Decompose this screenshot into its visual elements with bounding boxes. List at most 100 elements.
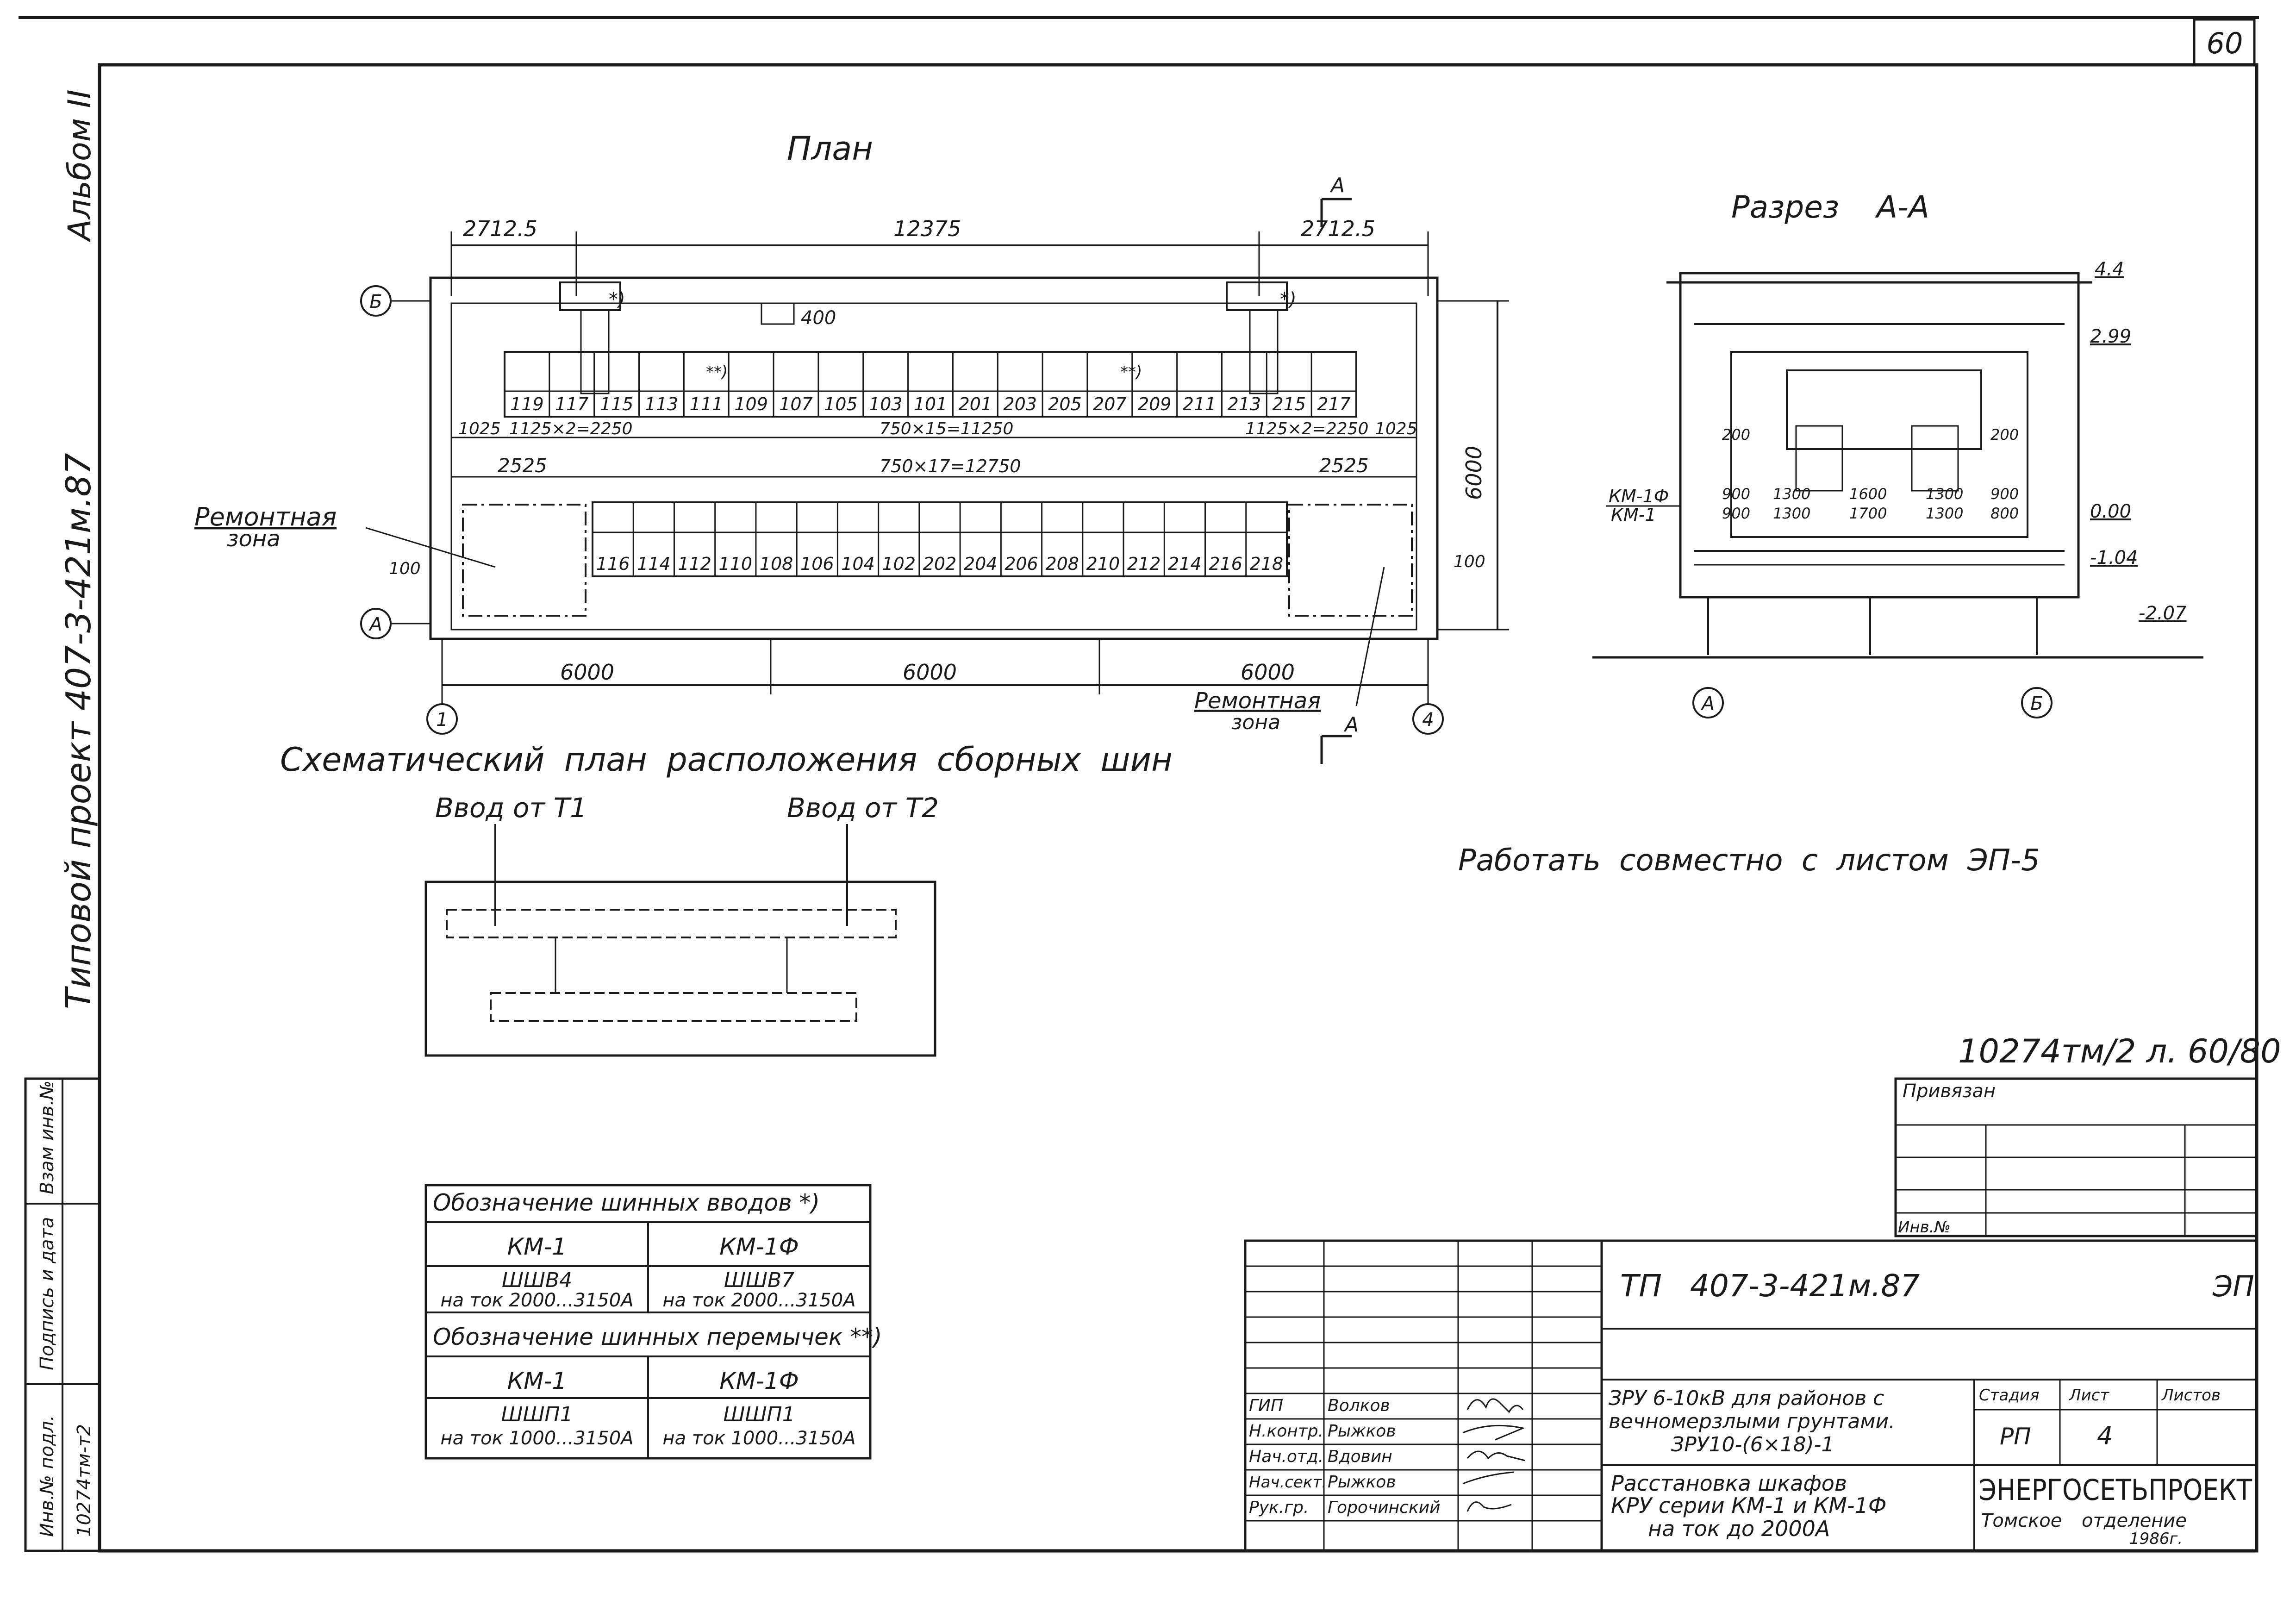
signature-nkontr	[1462, 1424, 1526, 1441]
plan-rowdim2-c: 2525	[1319, 454, 1369, 477]
bus-plan-input-t1: Ввод от Т1	[435, 792, 587, 824]
section-dim-200-left: 200	[1722, 426, 1750, 443]
title-org: ЭНЕРГОСЕТЬПРОЕКТ	[1979, 1473, 2252, 1507]
top-cabinet-cell-label: 103	[869, 394, 903, 414]
plan-section-mark-top: А	[1329, 174, 1345, 197]
bottom-cabinet-cell-label: 116	[596, 554, 630, 574]
title-drawing-line2: КРУ серии КМ-1 и КМ-1Ф	[1611, 1493, 1886, 1518]
section-km1f-d4: 1300	[1926, 485, 1963, 503]
side-strip: Альбом II Типовой проект 407-3-421м.87 В…	[24, 89, 101, 1552]
bottom-cabinet-cell-label: 206	[1004, 554, 1038, 574]
section-km1f-d5: 900	[1990, 485, 2019, 503]
section-km1-d1: 900	[1722, 505, 1750, 522]
bus-table-km1f-desc: на ток 2000...3150А	[662, 1290, 855, 1311]
section-axis-b: Б	[2030, 693, 2043, 714]
plan-rowdim1-c: 750×15=11250	[880, 419, 1013, 438]
title-sheets-label: Листов	[2161, 1386, 2221, 1405]
top-cabinet-cell-label: 101	[914, 394, 948, 414]
plan-rowdim1-e: 1025	[1375, 419, 1417, 438]
signature-gip	[1466, 1398, 1524, 1413]
plan-title: План	[787, 130, 873, 168]
side-stamp-inv-number: 10274тм-т2	[74, 1424, 95, 1537]
section-level-5: -2.07	[2139, 603, 2187, 624]
title-name-nachotd: Вдовин	[1328, 1447, 1392, 1466]
title-name-gip: Волков	[1328, 1396, 1390, 1415]
plan-dim-100-right: 100	[1454, 552, 1485, 571]
title-mark: ЭП	[2212, 1269, 2254, 1303]
section-km1-d4: 1300	[1926, 505, 1963, 522]
bus-plan: Схематический план расположения сборных …	[280, 741, 1173, 1057]
plan-repair-zone-right-1: Ремонтная	[1194, 688, 1321, 714]
title-object-line3: ЗРУ10-(6×18)-1	[1671, 1433, 1834, 1456]
top-cabinet-cell-label: 119	[510, 394, 544, 414]
bus-table-km1-jumper-desc: на ток 1000...3150А	[440, 1428, 633, 1449]
plan-note-star-right: *)	[1280, 289, 1297, 310]
plan-note-star2-right: **)	[1120, 363, 1142, 381]
bottom-cabinet-cell-label: 108	[760, 554, 793, 574]
reference-number: 10274тм/2 л. 60/80	[1958, 1032, 2281, 1070]
plan-rowdim2-b: 750×17=12750	[880, 456, 1021, 476]
plan-dim-bottom-3: 6000	[1241, 660, 1295, 685]
bottom-cabinet-cell-label: 210	[1086, 554, 1120, 574]
top-cabinet-cell-label: 211	[1183, 394, 1217, 414]
section-level-2: 2.99	[2090, 326, 2131, 347]
title-branch: Томское отделение	[1981, 1510, 2187, 1531]
top-cabinet-cell-label: 213	[1228, 394, 1261, 414]
plan-dim-top-right: 2712.5	[1301, 216, 1375, 241]
title-privyazan: Привязан	[1903, 1081, 1996, 1102]
top-cabinet-cell-label: 205	[1048, 394, 1082, 414]
bottom-cabinet-cell-label: 106	[800, 554, 834, 574]
title-stage-label: Стадия	[1979, 1386, 2039, 1405]
bus-table-col-km1f-2: КМ-1Ф	[719, 1368, 799, 1394]
title-role-nachotd: Нач.отд.	[1249, 1447, 1323, 1466]
title-name-nachsekt: Рыжков	[1328, 1473, 1396, 1492]
title-name-nkontr: Рыжков	[1328, 1422, 1396, 1441]
bus-table-header-2: Обозначение шинных перемычек **)	[433, 1324, 882, 1350]
bus-table-col-km1-2: КМ-1	[507, 1368, 567, 1394]
plan-section-mark-bottom: А	[1343, 713, 1359, 737]
top-cabinet-cell-label: 203	[1003, 394, 1037, 414]
plan-note-star2-left: **)	[706, 363, 728, 381]
side-stamp-inv: Инв.№ подл.	[37, 1415, 58, 1537]
section-km1f-d3: 1600	[1849, 485, 1887, 503]
section-km1f-d2: 1300	[1773, 485, 1810, 503]
title-object-line1: ЗРУ 6-10кВ для районов с	[1609, 1387, 1884, 1410]
section-km1-d3: 1700	[1849, 505, 1887, 522]
sheet-frame	[19, 16, 2259, 1553]
bottom-cabinet-cell-label: 216	[1209, 554, 1242, 574]
plan-dim-right: 6000	[1461, 446, 1486, 500]
signature-nachotd	[1466, 1450, 1526, 1462]
bus-table-km1f-jumper-desc: на ток 1000...3150А	[662, 1428, 855, 1449]
signature-nachsekt	[1462, 1471, 1514, 1485]
title-role-nachsekt: Нач.сект.	[1249, 1473, 1327, 1492]
bus-plan-title: Схематический план расположения сборных …	[280, 741, 1173, 779]
title-code: ТП 407-3-421м.87	[1620, 1268, 1920, 1304]
top-cabinet-cell-label: 215	[1272, 394, 1306, 414]
bottom-cabinet-cell-label: 208	[1045, 554, 1079, 574]
title-role-rukgr: Рук.гр.	[1249, 1498, 1309, 1517]
top-cabinet-cell-label: 207	[1093, 394, 1127, 414]
side-project: Типовой проект 407-3-421м.87	[59, 453, 99, 1009]
title-stage: РП	[2000, 1423, 2031, 1450]
bottom-cabinet-cell-label: 102	[882, 554, 916, 574]
top-cabinet-cell-label: 109	[734, 394, 768, 414]
plan-dim-bottom-1: 6000	[560, 660, 614, 685]
plan-rowdim1-d: 1125×2=2250	[1245, 419, 1368, 438]
side-album: Альбом II	[62, 89, 98, 243]
bottom-cabinet-cell-label: 212	[1127, 554, 1161, 574]
side-stamp-sign: Подпись и дата	[37, 1217, 58, 1370]
plan-repair-zone-left-1: Ремонтная	[194, 502, 337, 531]
bottom-cabinet-cell-label: 114	[637, 554, 671, 574]
plan-rowdim1-b: 1125×2=2250	[509, 419, 632, 438]
bus-table-col-km1f: КМ-1Ф	[719, 1233, 799, 1260]
top-cabinet-cell-label: 217	[1317, 394, 1351, 414]
plan-axis-row-b: Б	[369, 291, 382, 312]
plan-repair-zone-left-2: зона	[227, 526, 281, 552]
section-label-km1: КМ-1	[1611, 505, 1656, 525]
plan-axis-col-4: 4	[1422, 709, 1434, 731]
section-view: Разрез А-А 4.4 2.99 0.00 -1.04 -2.07 КМ-…	[1592, 189, 2203, 718]
plan-view: План 2712.5 12375 2712.5 А Б А 6000 400	[194, 130, 1509, 764]
